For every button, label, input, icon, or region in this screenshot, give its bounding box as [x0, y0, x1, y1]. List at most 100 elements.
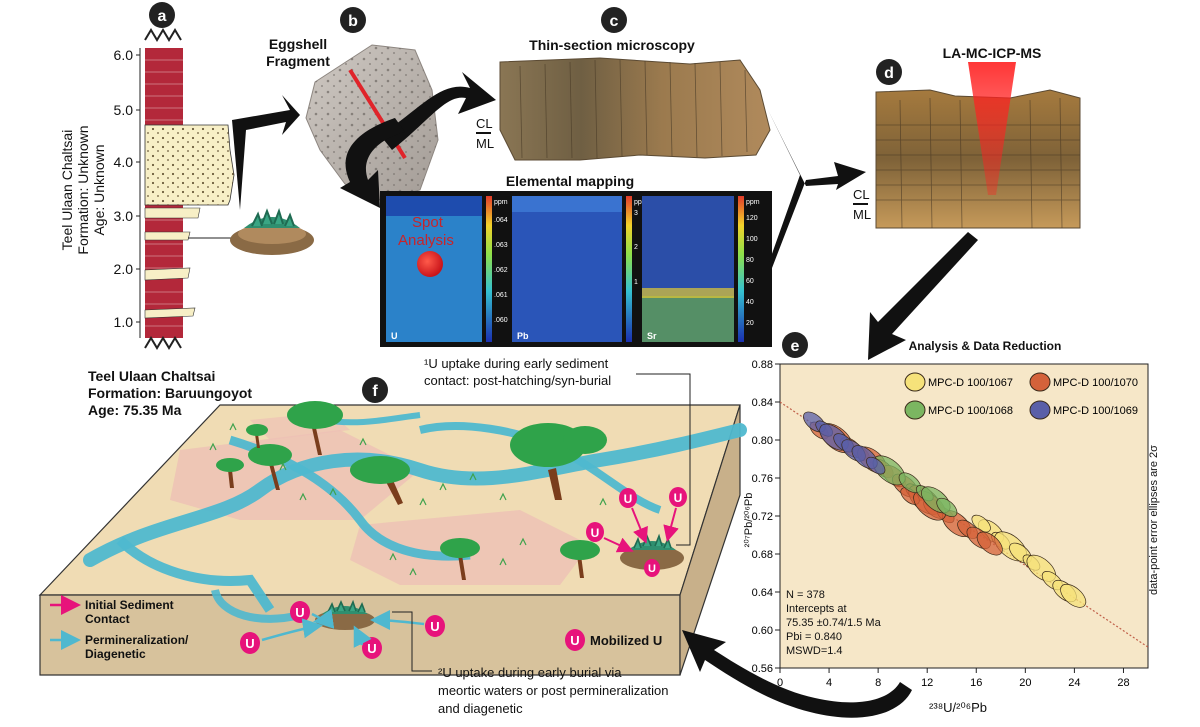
legend-swatch-3 — [1029, 400, 1051, 420]
la-growth-lines — [876, 97, 1080, 229]
la-ml: ML — [853, 207, 871, 222]
data-ellipse-3-6 — [866, 456, 886, 475]
cyan-arrow-2 — [261, 618, 323, 642]
legend-swatch-1 — [1029, 372, 1051, 392]
legend-swatch-0 — [904, 372, 926, 392]
panel-c: c Thin-section microscopy CL ML — [476, 7, 771, 161]
uptake2-line-2: meortic waters or post permineralization — [438, 683, 668, 698]
chart-xlabel: ²³⁸U/²⁰⁶Pb — [929, 700, 987, 715]
sandstone-bed-texture — [145, 125, 234, 205]
column-label-1: Teel Ulaan Chaltsai — [59, 130, 75, 251]
arrow-to-la-panel — [768, 110, 866, 268]
thin-section-title: Thin-section microscopy — [529, 37, 695, 53]
eggshell-pores — [306, 45, 438, 200]
arrow-column-to-eggshell — [232, 95, 300, 210]
panel-a: a 6.0 5.0 4.0 3.0 — [59, 2, 314, 350]
column-label-3: Age: Unknown — [91, 144, 107, 235]
y-tick-label-6: 0.80 — [752, 435, 773, 447]
la-thin-section-image — [875, 89, 1081, 229]
formation-line-3: Age: 75.35 Ma — [88, 402, 182, 418]
x-tick-label-1: 4 — [826, 677, 832, 689]
column-tick-3: 3.0 — [114, 208, 134, 224]
y-tick-label-5: 0.76 — [752, 473, 773, 485]
chart-stat-2: 75.35 ±0.74/1.5 Ma — [786, 617, 882, 629]
block-side-face — [679, 404, 741, 676]
sandstone-bed-5 — [144, 307, 196, 319]
uptake1-line-1: ¹U uptake during early sediment — [424, 356, 609, 371]
tree-2 — [248, 444, 292, 490]
u-marker-8: U — [425, 615, 445, 637]
svg-text:U: U — [648, 563, 656, 575]
elemental-mapping: Elemental mapping Spot Analysis U ppm .0… — [380, 173, 772, 347]
column-tick-2: 2.0 — [114, 261, 134, 277]
column-side-label: Teel Ulaan Chaltsai Formation: Unknown A… — [59, 125, 107, 254]
data-ellipse-0-8 — [1060, 583, 1087, 608]
u-marker-6: U — [240, 632, 260, 654]
map-u-scale-4: .061 — [494, 292, 508, 299]
thin-section-cl: CL — [476, 116, 493, 131]
map-sr-scale-1: 120 — [746, 215, 758, 222]
sandstone-bed-4 — [144, 267, 191, 281]
chart-ylabel: ²⁰⁷Pb/²⁰⁶Pb — [743, 493, 755, 548]
x-tick-label-0: 0 — [777, 677, 783, 689]
legend-perm-2: Diagenetic — [85, 647, 146, 661]
data-ellipse-2-4 — [936, 497, 958, 518]
tree-7 — [216, 458, 244, 488]
river-main — [83, 423, 747, 567]
legend-initial-2: Contact — [85, 612, 130, 626]
tree-8 — [246, 424, 268, 448]
la-title: LA-MC-ICP-MS — [943, 45, 1042, 61]
map-pb-top-band — [512, 196, 622, 212]
map-u-scale-1: .064 — [494, 217, 508, 224]
map-pb-colorbar — [626, 196, 632, 342]
tree-5 — [440, 538, 480, 580]
map-pb-scale-1: 3 — [634, 210, 638, 217]
map-u-element: U — [391, 331, 398, 341]
u-marker-5: U — [290, 601, 310, 623]
legend-label-3: MPC-D 100/1069 — [1053, 405, 1138, 417]
column-break-top — [144, 28, 182, 42]
panel-e-letter: e — [791, 338, 800, 355]
uptake2-line-1: ²U uptake during early burial via — [438, 665, 622, 680]
u-marker-2: U — [669, 487, 687, 507]
panel-b-letter: b — [348, 13, 358, 30]
map-sr-scale-5: 40 — [746, 299, 754, 306]
svg-text:U: U — [367, 641, 376, 656]
svg-text:U: U — [295, 605, 304, 620]
svg-text:U: U — [430, 619, 439, 634]
arrow-eggshell-to-mapping — [340, 118, 405, 208]
x-tick-label-7: 28 — [1117, 677, 1129, 689]
map-sr-element: Sr — [647, 331, 657, 341]
spot-label-1: Spot — [412, 214, 444, 231]
arrow-chart-to-block — [682, 630, 912, 718]
map-pb-scale-unit: ppm — [634, 199, 648, 206]
chart-side-note: data-point error ellipses are 2σ — [1148, 445, 1160, 595]
panel-d: d LA-MC-ICP-MS CL ML — [853, 45, 1081, 229]
panel-c-badge — [601, 7, 627, 33]
y-tick-label-2: 0.64 — [752, 587, 773, 599]
sandstone-bed-2 — [144, 207, 201, 219]
y-tick-label-7: 0.84 — [752, 397, 773, 409]
mudstone-bedding — [145, 59, 183, 327]
panel-d-badge — [876, 59, 902, 85]
svg-text:U: U — [674, 491, 683, 505]
legend-label-2: MPC-D 100/1068 — [928, 405, 1013, 417]
tree-1 — [287, 401, 343, 455]
u-arrow-1 — [631, 507, 648, 544]
tree-3 — [350, 456, 410, 505]
map-pb-scale-2: 2 — [634, 244, 638, 251]
svg-text:U: U — [570, 633, 579, 648]
map-sr-scale-4: 60 — [746, 278, 754, 285]
column-tick-4: 4.0 — [114, 154, 134, 170]
map-pb-scale-3: 1 — [634, 279, 638, 286]
x-tick-label-6: 24 — [1068, 677, 1080, 689]
y-tick-label-4: 0.72 — [752, 511, 773, 523]
eggshell-title-1: Eggshell — [269, 36, 327, 52]
map-u-scale-unit: ppm — [494, 199, 508, 206]
u-marker-1: U — [619, 488, 637, 508]
eggshell-title-2: Fragment — [266, 53, 330, 69]
tree-4 — [510, 423, 607, 500]
map-sr-colorbar — [738, 196, 744, 342]
uptake1-leader — [636, 373, 691, 546]
